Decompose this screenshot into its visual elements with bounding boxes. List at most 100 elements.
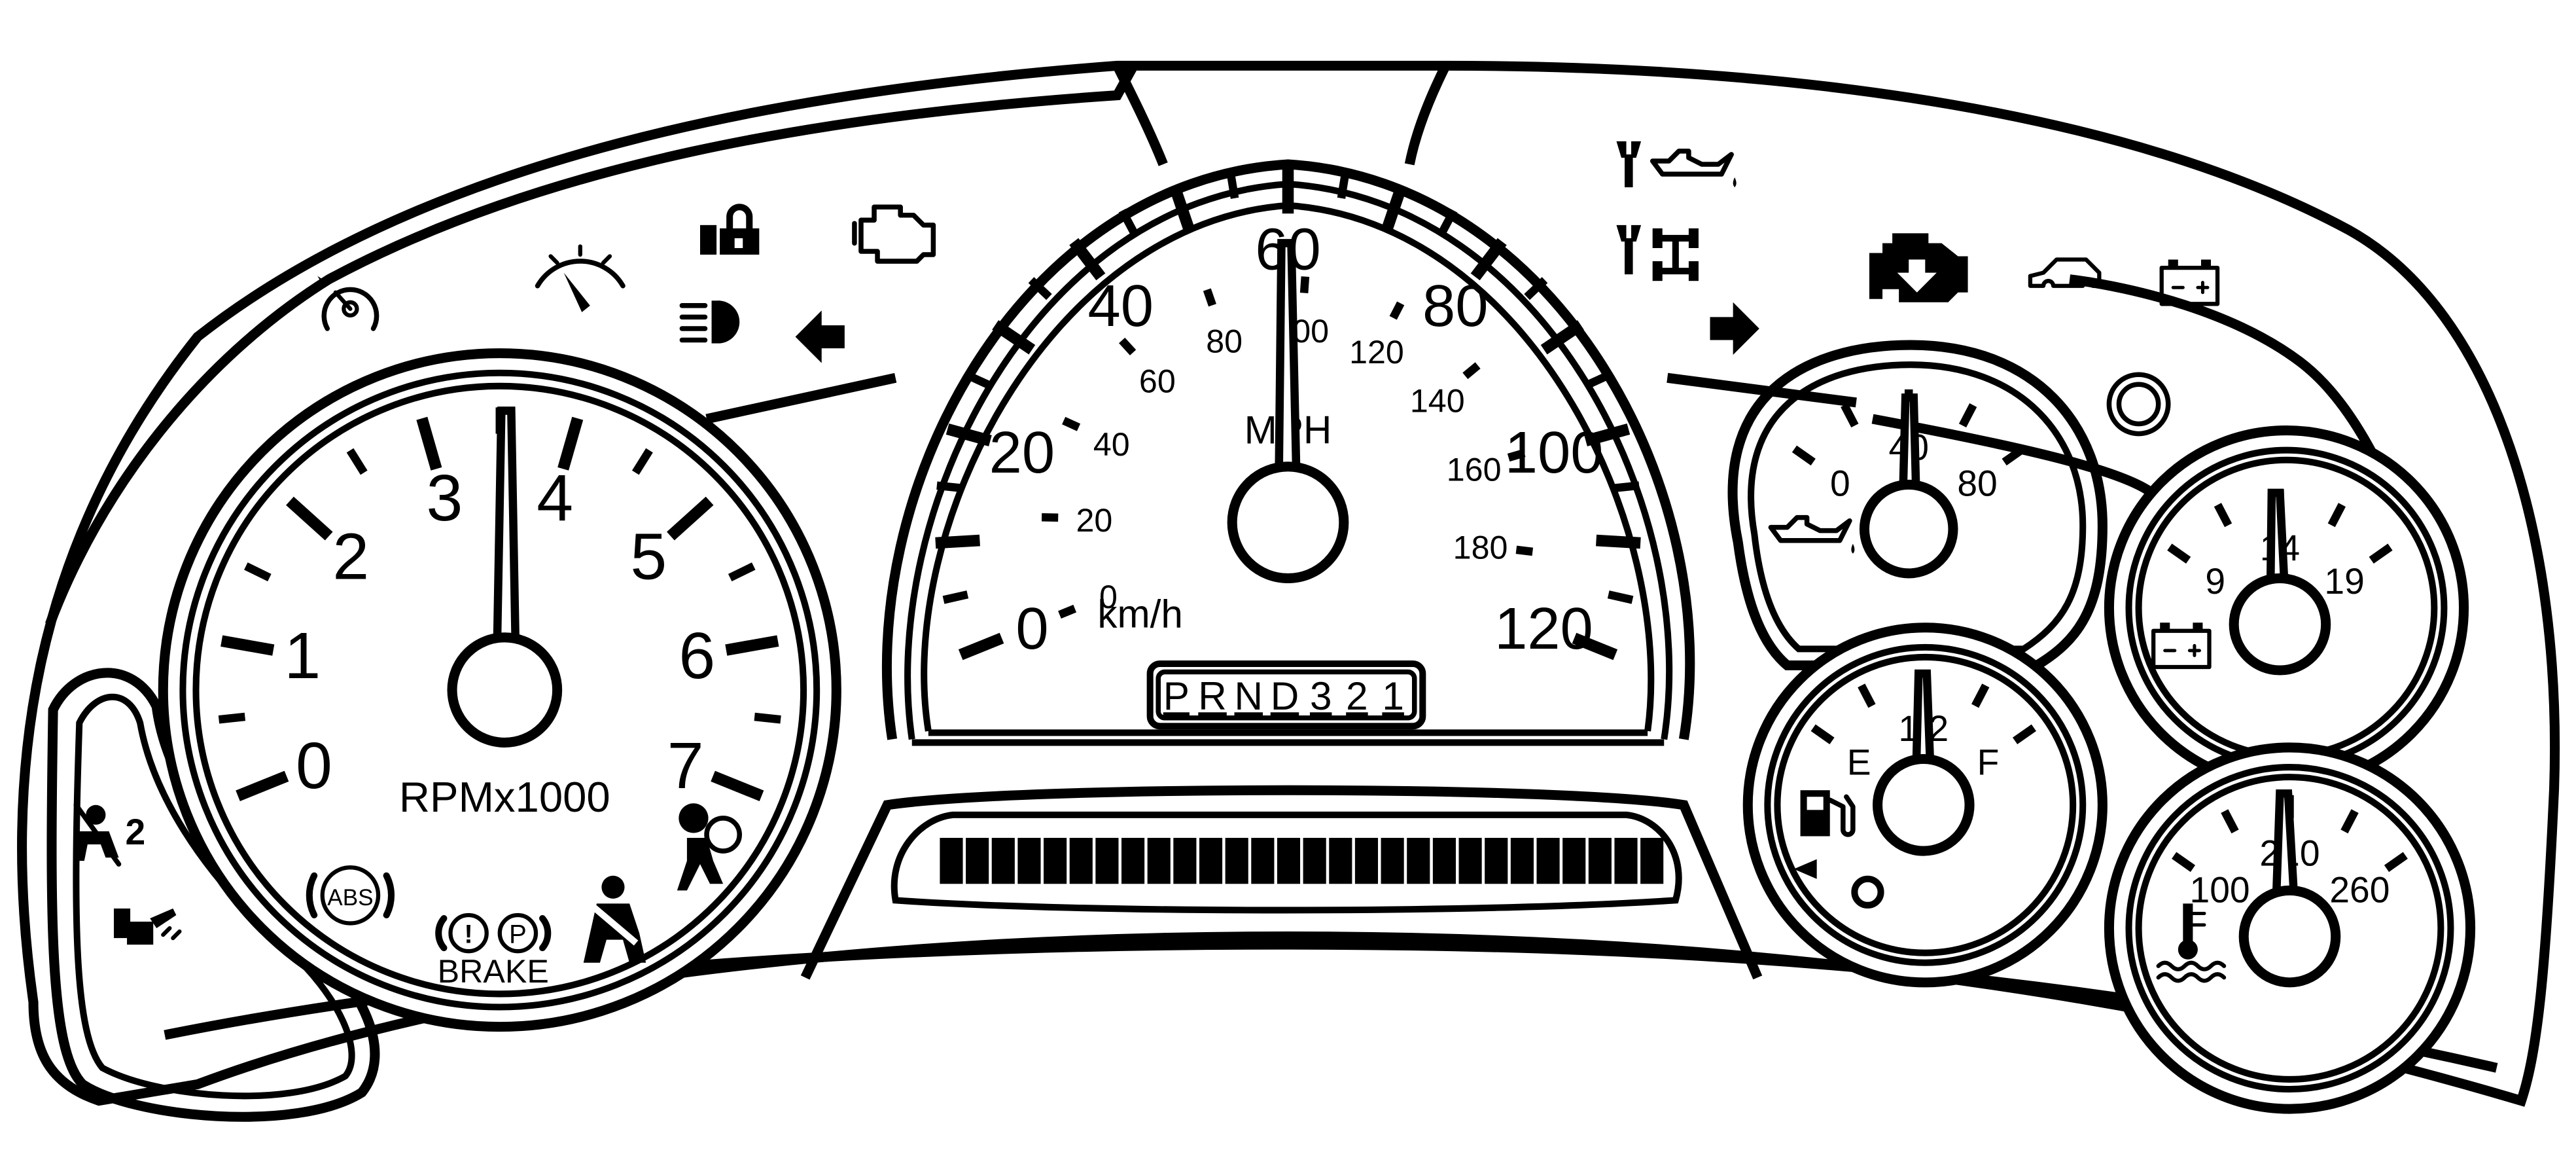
speedometer-kmh-tick [1515, 545, 1534, 556]
tachometer-major-tick [286, 496, 333, 541]
speedometer-major-tick [1596, 534, 1641, 549]
battery-gauge-icon [2151, 623, 2212, 670]
service-4wd-icon [1616, 225, 1699, 281]
speedometer-kmh-numeral: 160 [1447, 452, 1502, 488]
abs-label: ABS [327, 885, 373, 911]
speedometer-kmh-numeral: 80 [1206, 323, 1243, 359]
odometer-segment [1588, 838, 1612, 884]
tachometer-major-tick [667, 496, 714, 541]
right-turn-signal-icon [1710, 302, 1759, 355]
prndl-letter: R [1198, 674, 1227, 718]
speedometer-kmh-numeral: 20 [1076, 502, 1112, 539]
voltmeter-numeral: 19 [2324, 561, 2364, 602]
speedometer-kmh-tick [1062, 416, 1081, 431]
temperature-tick [2340, 809, 2359, 834]
odometer-segment [1458, 838, 1482, 884]
tachometer-major-tick [725, 635, 779, 656]
odometer-segment [940, 838, 963, 884]
tachometer-major-tick [416, 416, 442, 471]
parking-brake-label: P [509, 920, 527, 949]
speedometer-kmh-tick [1389, 301, 1405, 320]
passenger-airbag-number: 2 [126, 812, 146, 852]
tachometer-numeral: 1 [284, 619, 321, 693]
speedometer-kmh-numeral: 0 [1099, 579, 1118, 615]
fuel-tick [1971, 683, 1990, 708]
odometer-segment [1510, 838, 1534, 884]
odometer-segment [1173, 838, 1197, 884]
fuel-gauge: E1/2F [1742, 623, 2108, 988]
odometer-segment [1614, 838, 1638, 884]
odometer-segment [1432, 838, 1456, 884]
tachometer-numeral: 3 [426, 461, 463, 535]
speedometer-kmh-numeral: 120 [1349, 334, 1404, 370]
speedometer-hub [1227, 461, 1349, 583]
speedometer-minor-tick [942, 590, 969, 604]
speedometer-minor-tick [936, 481, 962, 492]
speedometer-minor-tick [1337, 173, 1350, 199]
coolant-temp-icon [2156, 903, 2227, 983]
speedometer-kmh-tick [1119, 337, 1137, 355]
tachometer-major-tick [557, 416, 584, 471]
odometer-segment [1329, 838, 1352, 884]
low-fuel-gauge-icon [535, 244, 626, 312]
tachometer-hub [447, 632, 563, 748]
tachometer-minor-tick [631, 448, 653, 475]
temperature-gauge: 100210260 [2104, 742, 2476, 1114]
tachometer-minor-tick [244, 562, 272, 582]
traction-control-icon [113, 908, 182, 945]
fuel-numeral: F [1977, 742, 2000, 782]
speedometer-minor-tick [1438, 208, 1458, 234]
speedometer-kmh-numeral: 140 [1410, 382, 1465, 419]
speedometer-major-tick [958, 632, 1004, 660]
security-lock-icon [699, 204, 760, 255]
odometer-segment [1354, 838, 1379, 884]
speedometer-kmh-tick [1299, 276, 1310, 294]
odometer-segment [1407, 838, 1430, 884]
speedometer-minor-tick [1028, 277, 1052, 300]
speedometer-major-tick [1169, 186, 1195, 232]
odometer-display [940, 838, 1664, 884]
speedometer-major-tick [1381, 186, 1407, 232]
service-vehicle-icon [1869, 233, 1968, 302]
speedometer-kmh-tick [1203, 288, 1216, 307]
speedometer-major-tick [1069, 238, 1106, 281]
abs-warning-icon: ABS [306, 865, 395, 926]
speedometer-kmh-tick [1507, 448, 1526, 462]
trip-reset-button-icon[interactable] [2106, 372, 2171, 437]
voltmeter-tick [2167, 543, 2191, 564]
speedometer-minor-tick [1226, 173, 1239, 199]
speedometer-ticks [935, 169, 1641, 660]
speedometer-kmh-numeral: 180 [1453, 529, 1508, 566]
odometer-segment [1121, 838, 1145, 884]
odometer-segment [1095, 838, 1119, 884]
odometer-segment [1562, 838, 1586, 884]
svg-text:!: ! [464, 920, 472, 949]
prndl-letter: 1 [1382, 674, 1404, 718]
oil-pressure-hub [1859, 479, 1958, 579]
oil-pressure-tick [1841, 403, 1859, 427]
speedometer-minor-tick [1614, 481, 1640, 492]
speedometer-kmh-label: km/h [1097, 592, 1183, 636]
speedometer-mph-numeral: 20 [989, 420, 1055, 486]
fuel-hub [1872, 754, 1975, 856]
speedometer-minor-tick [1118, 208, 1138, 234]
speedometer-kmh-tick [1462, 362, 1481, 380]
odometer-segment [1251, 838, 1275, 884]
speedometer-kmh-numeral: 60 [1139, 363, 1176, 399]
temperature-hub [2238, 885, 2341, 988]
speedometer-kmh-tick [1041, 513, 1059, 522]
voltmeter-tick [2214, 503, 2232, 528]
tachometer-minor-tick [754, 712, 781, 724]
oil-pressure-tick [1791, 445, 1816, 466]
oil-pressure-tick [1958, 403, 1977, 427]
seatbelt-icon [583, 875, 646, 963]
temperature-numeral: 100 [2190, 869, 2250, 910]
temperature-tick [2384, 852, 2408, 873]
tachometer-ticks [218, 407, 781, 801]
prndl-letter: 2 [1346, 674, 1368, 718]
